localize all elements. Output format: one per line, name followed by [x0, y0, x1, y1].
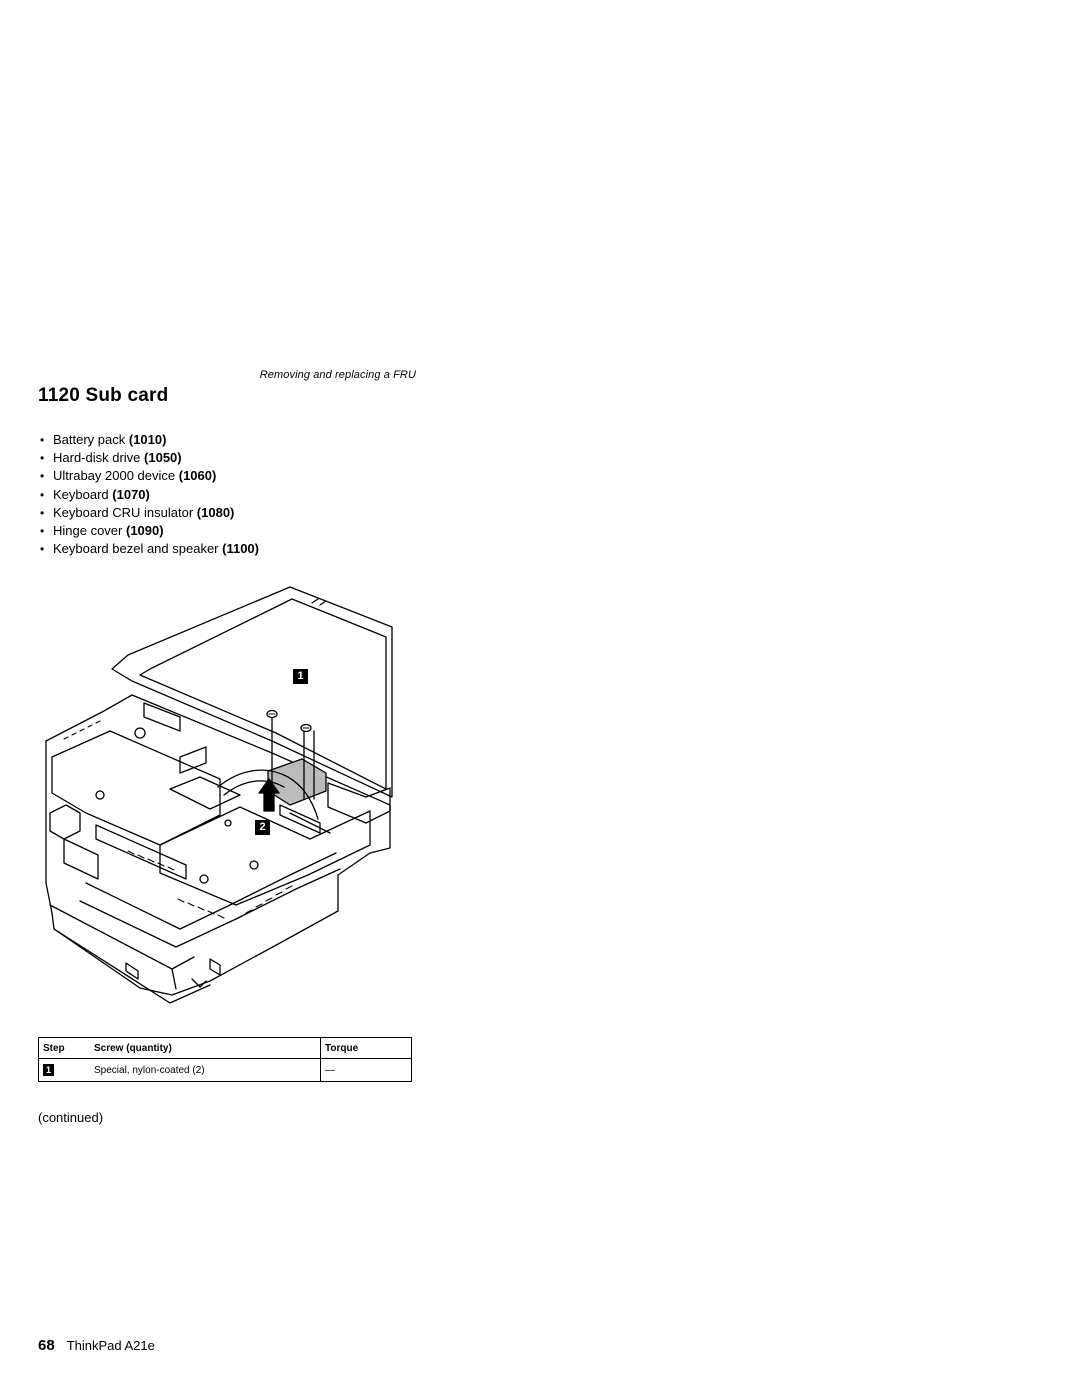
page-number: 68	[38, 1337, 55, 1354]
column-header-step: Step	[38, 1037, 90, 1059]
column-header-torque: Torque	[320, 1037, 412, 1059]
screw-table: Step Screw (quantity) Torque 1 Special, …	[38, 1037, 412, 1082]
list-item: Ultrabay 2000 device (1060)	[38, 467, 259, 485]
list-item: Keyboard CRU insulator (1080)	[38, 504, 259, 522]
screw-cell: Special, nylon-coated (2)	[90, 1058, 321, 1082]
list-item: Keyboard (1070)	[38, 486, 259, 504]
product-name: ThinkPad A21e	[66, 1338, 155, 1353]
column-header-screw: Screw (quantity)	[90, 1037, 321, 1059]
table-header-row: Step Screw (quantity) Torque	[38, 1037, 412, 1059]
prerequisite-list: Battery pack (1010) Hard-disk drive (105…	[38, 431, 259, 559]
table-row: 1 Special, nylon-coated (2) —	[38, 1058, 412, 1082]
callout-1-badge: 1	[293, 669, 308, 684]
callout-2-badge: 2	[255, 820, 270, 835]
running-head: Removing and replacing a FRU	[259, 369, 416, 381]
list-item: Hard-disk drive (1050)	[38, 449, 259, 467]
continued-note: (continued)	[38, 1110, 104, 1125]
step-number-badge: 1	[43, 1064, 54, 1076]
laptop-line-drawing	[45, 586, 393, 1004]
section-title: 1120 Sub card	[38, 385, 169, 406]
torque-cell: —	[320, 1058, 412, 1082]
list-item: Hinge cover (1090)	[38, 522, 259, 540]
step-cell: 1	[38, 1058, 90, 1082]
sub-card-removal-figure: 1 2	[40, 583, 400, 1008]
list-item: Battery pack (1010)	[38, 431, 259, 449]
page-footer: 68 ThinkPad A21e	[38, 1337, 155, 1354]
list-item: Keyboard bezel and speaker (1100)	[38, 540, 259, 558]
